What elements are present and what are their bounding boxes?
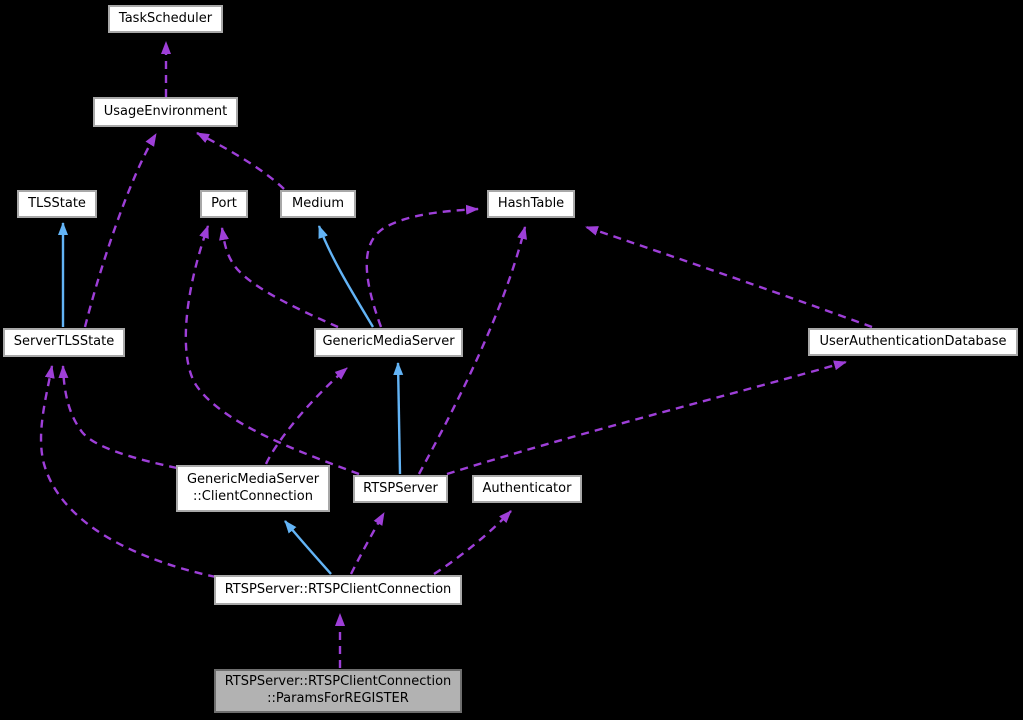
node-server-tls-state[interactable]: ServerTLSState (3, 328, 125, 357)
node-medium[interactable]: Medium (280, 190, 356, 218)
node-label-line1: GenericMediaServer (186, 471, 320, 487)
edge-generic-media-server-to-medium (317, 225, 375, 328)
edge-rtsp-client-connection-to-server-tls-state (39, 365, 217, 579)
edge-rtsp-client-connection-to-client-connection (284, 520, 332, 575)
node-generic-media-server-client-connection[interactable]: GenericMediaServer ::ClientConnection (176, 465, 330, 512)
node-usage-environment[interactable]: UsageEnvironment (93, 97, 238, 127)
node-tls-state[interactable]: TLSState (17, 190, 97, 218)
edge-rtsp-server-to-user-authentication-database (446, 360, 847, 476)
node-label: TaskScheduler (118, 10, 213, 26)
node-rtsp-client-connection[interactable]: RTSPServer::RTSPClientConnection (214, 575, 462, 605)
edge-server-tls-state-to-usage-environment (83, 133, 158, 328)
node-hash-table[interactable]: HashTable (487, 190, 575, 218)
edge-user-authentication-database-to-hash-table (585, 225, 873, 329)
node-label: Port (211, 195, 237, 211)
node-user-authentication-database[interactable]: UserAuthenticationDatabase (808, 328, 1018, 356)
node-label: ServerTLSState (13, 334, 115, 350)
node-label: RTSPServer (363, 480, 438, 496)
node-label: HashTable (497, 195, 565, 211)
node-label: UsageEnvironment (103, 103, 228, 119)
node-label: Medium (292, 195, 344, 211)
edge-client-connection-to-generic-media-server (264, 367, 348, 465)
node-label: Authenticator (482, 480, 572, 496)
node-authenticator[interactable]: Authenticator (472, 475, 582, 503)
node-label-line2: ::ParamsForREGISTER (267, 691, 409, 706)
edge-rtsp-client-connection-to-rtsp-server (349, 512, 386, 575)
node-params-for-register: RTSPServer::RTSPClientConnection ::Param… (214, 669, 462, 713)
edge-rtsp-server-to-generic-media-server (393, 362, 404, 475)
edge-rtsp-client-connection-to-authenticator (433, 510, 512, 576)
edge-rtsp-server-to-port (184, 225, 360, 476)
node-rtsp-server[interactable]: RTSPServer (353, 475, 448, 503)
node-task-scheduler[interactable]: TaskScheduler (108, 5, 223, 33)
edge-medium-to-usage-environment (196, 131, 285, 190)
edge-client-connection-to-server-tls-state (58, 365, 178, 470)
node-generic-media-server[interactable]: GenericMediaServer (314, 328, 463, 357)
node-label-line2: ::ClientConnection (193, 488, 313, 504)
node-label: UserAuthenticationDatabase (819, 333, 1007, 349)
node-label-line1: RTSPServer::RTSPClientConnection (224, 674, 452, 690)
node-label: GenericMediaServer (322, 334, 455, 350)
node-port[interactable]: Port (200, 190, 248, 218)
edge-generic-media-server-to-port (219, 227, 339, 329)
edge-generic-media-server-to-hash-table (365, 204, 479, 328)
node-label: RTSPServer::RTSPClientConnection (224, 581, 452, 597)
node-label: TLSState (28, 195, 86, 211)
